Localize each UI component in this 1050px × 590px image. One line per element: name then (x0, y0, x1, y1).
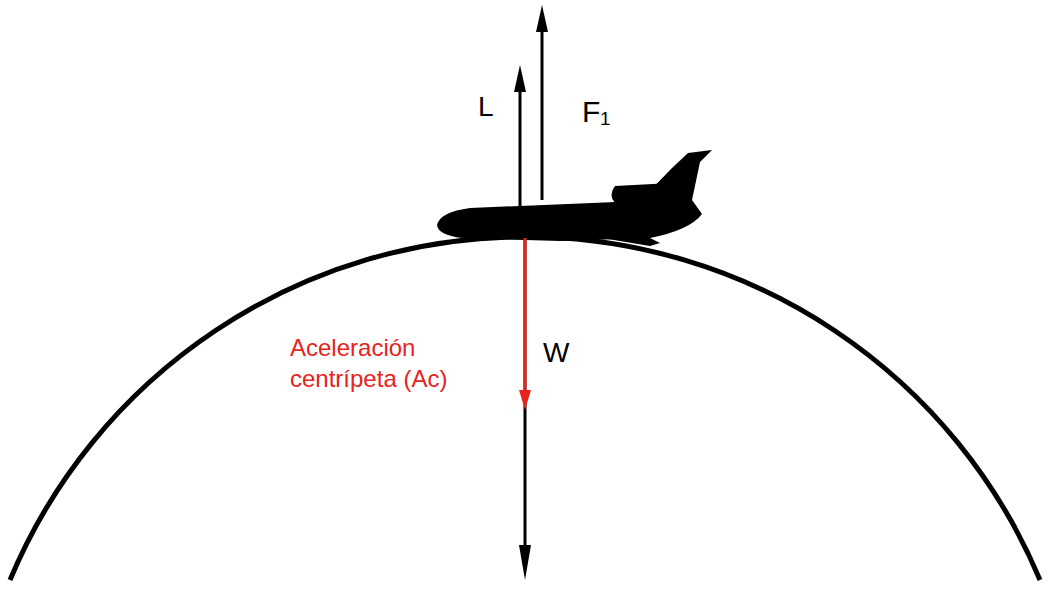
arrowhead (519, 390, 531, 410)
airplane-wing (590, 233, 660, 246)
acceleration-label: Aceleración centrípeta (Ac) (290, 332, 520, 394)
airplane-engine (612, 183, 677, 203)
force-label: L (478, 92, 494, 123)
arrowhead (519, 545, 531, 580)
force-arrow (541, 25, 544, 200)
airplane (437, 150, 712, 241)
arrowhead (514, 65, 526, 92)
curved-path (10, 237, 1040, 580)
force-label: F₁ (582, 95, 610, 128)
arrowhead (536, 5, 548, 32)
force-label: W (543, 338, 569, 369)
acceleration-arrow (524, 238, 527, 395)
